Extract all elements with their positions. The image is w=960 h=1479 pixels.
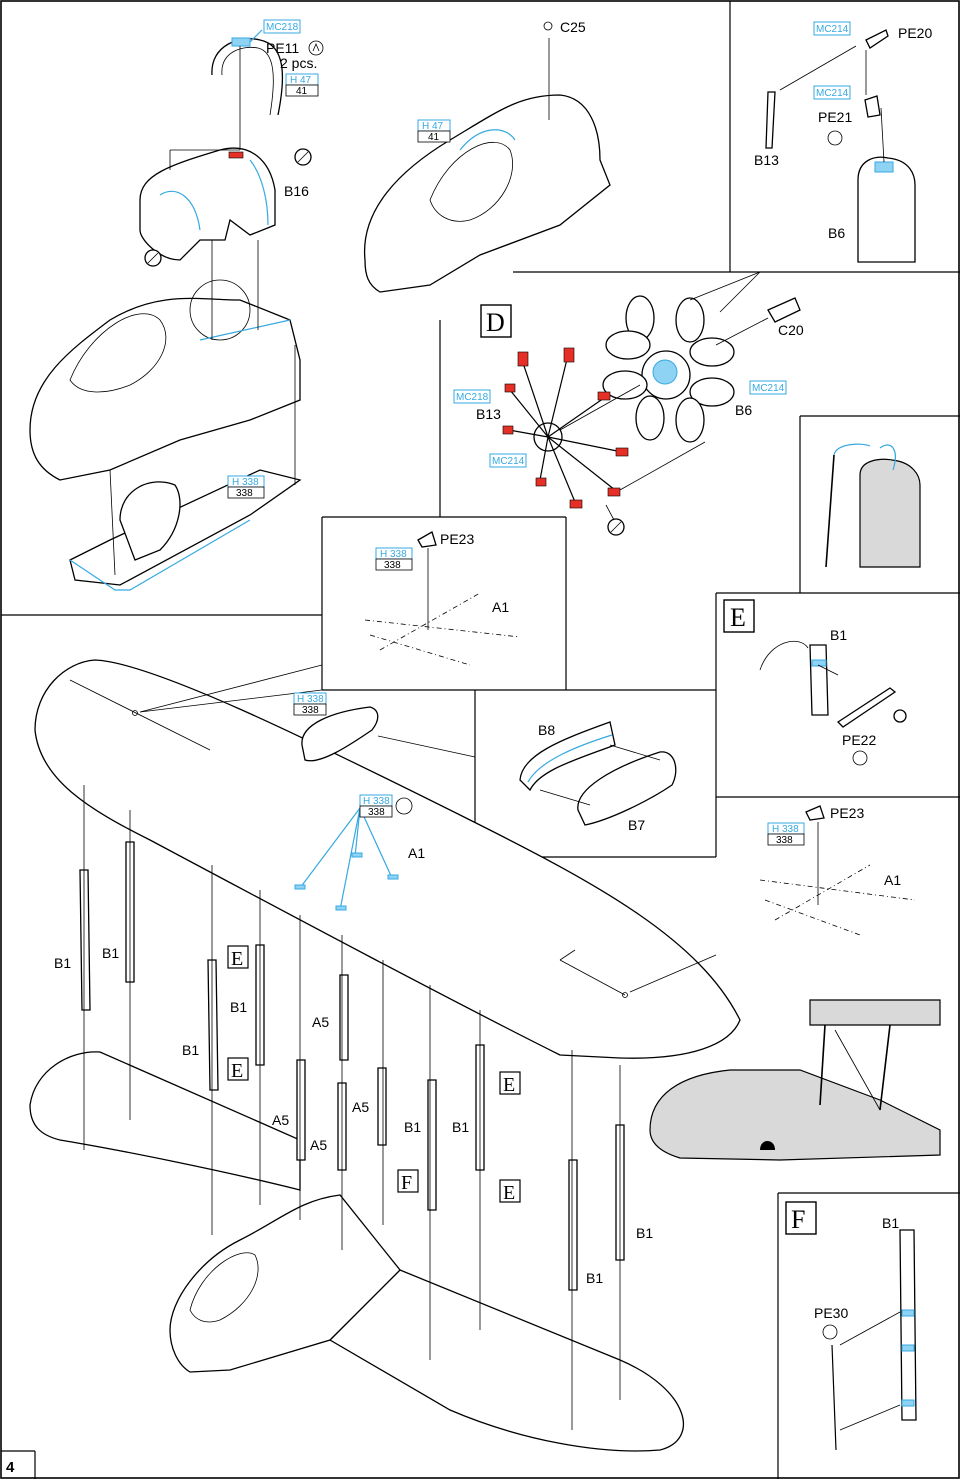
label-h338-pe23b-code: 338 (776, 835, 793, 846)
label-pe22: PE22 (842, 732, 876, 748)
fuselage-top-middle: C25 H 47 41 (363, 19, 611, 293)
label-mc214-b: MC214 (816, 88, 849, 99)
label-b13-d: B13 (476, 406, 501, 422)
label-b6: B6 (828, 225, 845, 241)
label-mc214-d1: MC214 (492, 456, 525, 467)
label-h338-pe23a-code: 338 (384, 560, 401, 571)
pushrod-ring (502, 347, 629, 509)
inset-pe23-lower: H 338 338 PE23 A1 (759, 805, 916, 936)
label-a5-3: A5 (352, 1099, 369, 1115)
section-d-engine: D (453, 271, 804, 536)
label-f-1: F (401, 1172, 412, 1194)
label-b1-f: B1 (882, 1215, 899, 1231)
label-e-2: E (231, 1060, 243, 1082)
label-b1-4: B1 (182, 1042, 199, 1058)
label-h338: H 338 (232, 477, 259, 488)
label-b8: B8 (538, 722, 555, 738)
label-h338-wing-b: H 338 (363, 796, 390, 807)
section-e-letter: E (730, 603, 746, 632)
label-c20: C20 (778, 322, 804, 338)
label-pe30: PE30 (814, 1305, 848, 1321)
engine-cylinders (602, 295, 735, 443)
label-e-3: E (503, 1074, 515, 1096)
bend-icon (308, 40, 324, 56)
label-h338-pe23b: H 338 (772, 824, 799, 835)
label-b1-2: B1 (102, 945, 119, 961)
label-b1-6: B1 (452, 1119, 469, 1135)
label-h47-mid-code: 41 (428, 132, 440, 143)
label-b1-1: B1 (54, 955, 71, 971)
label-b1-e: B1 (830, 627, 847, 643)
strut-labels: B1 B1 B1 B1 A5 A5 A5 A5 B1 B1 B1 B1 E E … (54, 945, 653, 1286)
label-pe23-b: PE23 (830, 805, 864, 821)
label-pe23-a: PE23 (440, 531, 474, 547)
label-h338-wing-a-code: 338 (302, 705, 319, 716)
label-h338-code: 338 (236, 488, 253, 499)
label-h338-pe23a: H 338 (380, 549, 407, 560)
label-a5-1: A5 (312, 1014, 329, 1030)
label-b7: B7 (628, 817, 645, 833)
label-pe11-qty: 2 pcs. (280, 55, 317, 71)
upper-wing: H 338 338 H 338 338 A1 (34, 659, 741, 1059)
label-a5-4: A5 (310, 1137, 327, 1153)
label-mc218-d: MC218 (456, 392, 489, 403)
label-b6-d: B6 (735, 402, 752, 418)
section-f-letter: F (791, 1205, 805, 1234)
label-e-4: E (503, 1182, 515, 1204)
label-pe21: PE21 (818, 109, 852, 125)
label-b1-7: B1 (636, 1225, 653, 1241)
label-b1-3: B1 (230, 999, 247, 1015)
lower-wing (29, 1051, 685, 1452)
label-h47-code: 41 (296, 86, 308, 97)
label-b16: B16 (284, 183, 309, 199)
label-h47: H 47 (290, 75, 312, 86)
label-mc214-d2: MC214 (752, 383, 785, 394)
section-f: F B1 PE30 (785, 1201, 917, 1451)
label-mc218: MC218 (266, 22, 299, 33)
label-a1-pe23b: A1 (884, 872, 901, 888)
label-b13: B13 (754, 152, 779, 168)
page-number: 4 (6, 1459, 15, 1476)
exhaust-top-right: MC214 PE20 MC214 PE21 B13 B6 (754, 21, 932, 263)
label-a1-wing: A1 (408, 845, 425, 861)
label-a1-pe23a: A1 (492, 599, 509, 615)
section-d-letter: D (486, 308, 505, 337)
inset-pe23-upper: H 338 338 PE23 A1 (364, 531, 521, 666)
label-mc214-a: MC214 (816, 24, 849, 35)
label-e-1: E (231, 948, 243, 970)
wing-struts (79, 785, 625, 1430)
label-c25: C25 (560, 19, 586, 35)
label-pe11: PE11 (266, 40, 299, 56)
section-e: E B1 PE22 (723, 599, 907, 766)
inset-b8-b7: B8 B7 (519, 721, 677, 833)
label-b1-5: B1 (404, 1119, 421, 1135)
label-b1-8: B1 (586, 1270, 603, 1286)
label-a5-2: A5 (272, 1112, 289, 1128)
finished-view (649, 999, 941, 1161)
exhaust-detail (825, 443, 921, 568)
label-h338-wing-a: H 338 (297, 694, 324, 705)
fuselage-top-left: MC218 PE11 2 pcs. H 47 41 B16 H 338 338 (29, 19, 324, 591)
label-pe20: PE20 (898, 25, 932, 41)
label-h338-wing-b-code: 338 (368, 807, 385, 818)
label-h47-mid: H 47 (422, 121, 444, 132)
